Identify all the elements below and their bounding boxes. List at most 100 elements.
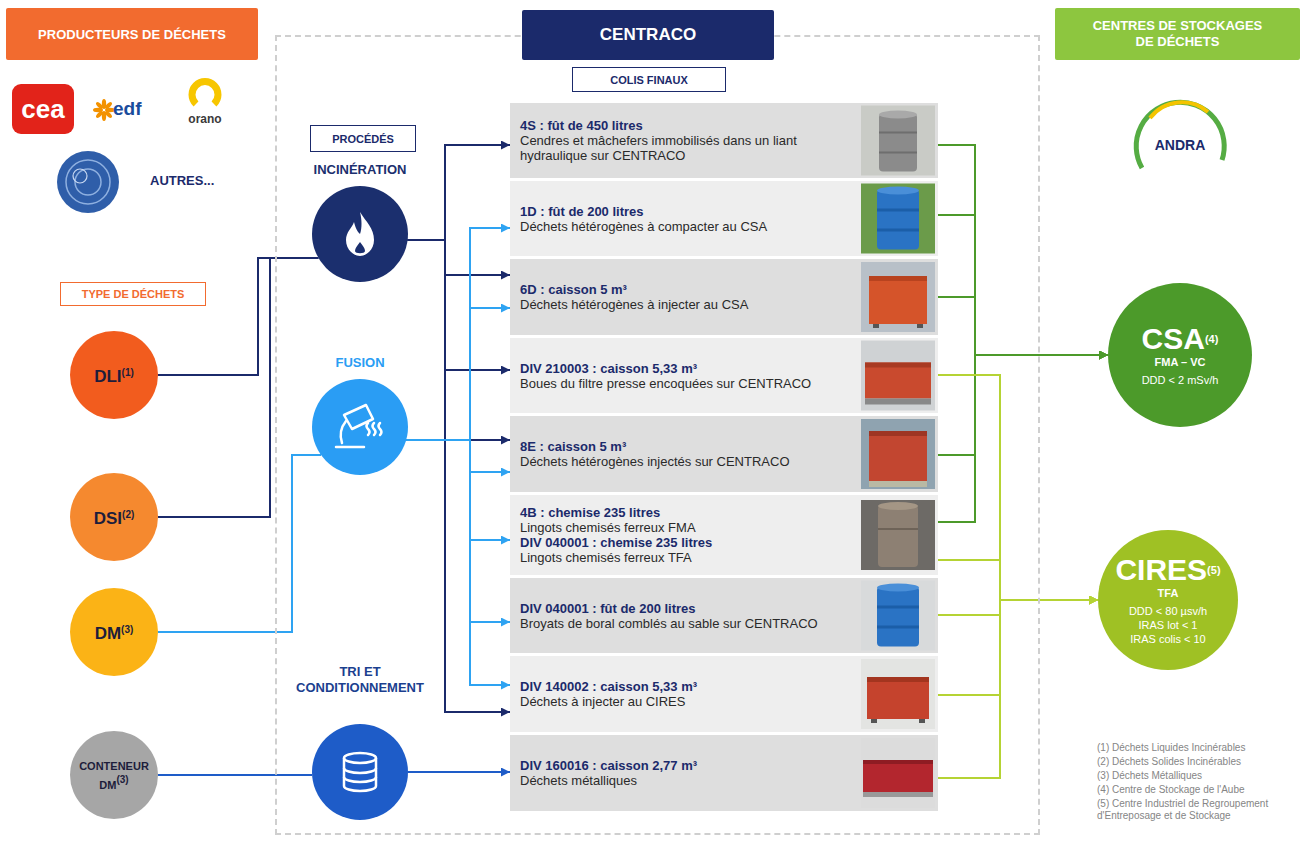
drum-photo-part xyxy=(879,132,917,134)
flow-connector xyxy=(938,355,1108,522)
package-box: 1D : fût de 200 litresDéchets hétérogène… xyxy=(510,181,938,256)
package-description: Lingots chemisés ferreux FMA xyxy=(520,520,850,535)
process-node: INCINÉRATION xyxy=(290,162,430,282)
package-code: 4B : chemise 235 litres xyxy=(520,505,850,520)
drum-photo-part xyxy=(861,581,935,651)
flow-connector xyxy=(408,240,510,440)
drum-photo-part xyxy=(877,209,919,212)
flow-connector xyxy=(938,375,1098,600)
package-box: DIV 160016 : caisson 2,77 m³Déchets méta… xyxy=(510,735,938,811)
circle-label: CONTENEUR DM xyxy=(79,760,149,791)
flow-connector xyxy=(938,297,1108,355)
flow-connector xyxy=(938,600,1098,778)
flow-connector xyxy=(408,240,510,275)
orano-logo-part xyxy=(192,82,218,104)
circle-label: CSA xyxy=(1142,322,1205,355)
process-circle xyxy=(312,186,408,282)
container-photo-part xyxy=(863,760,933,792)
circle-detail: DDD < 80 µsv/h xyxy=(1129,604,1207,618)
package-description: Déchets hétérogènes à compacter au CSA xyxy=(520,219,850,234)
package-description: Lingots chemisés ferreux TFA xyxy=(520,550,850,565)
footnote: (5) Centre Industriel de Regroupement d'… xyxy=(1097,798,1309,822)
drum-photo-part xyxy=(878,505,918,567)
drum-photo-part xyxy=(877,190,919,250)
container-photo-part xyxy=(867,677,929,682)
flow-connector xyxy=(938,560,1098,600)
flow-connector xyxy=(406,440,510,622)
drum-photo-part xyxy=(879,111,917,119)
footnote-text: (1) Déchets Liquides Incinérables xyxy=(1097,742,1245,753)
crucible-icon-part xyxy=(373,423,376,435)
text-line: CONTENEUR DM(3) xyxy=(75,758,153,792)
container-photo-part xyxy=(861,659,935,729)
andra-logo-part xyxy=(1136,102,1224,168)
package-code: 4S : fût de 450 litres xyxy=(520,118,850,133)
footnote: (1) Déchets Liquides Incinérables xyxy=(1097,742,1309,754)
crucible-icon-part xyxy=(344,405,373,429)
logo-text: edf xyxy=(113,98,163,120)
cern-logo-part xyxy=(57,151,119,213)
facility-region: CENTRACOCOLIS FINAUXPROCÉDÉSINCINÉRATION… xyxy=(275,35,1040,835)
andra-logo xyxy=(1136,102,1224,168)
header-text: CENTRES DE STOCKAGES DE DÉCHETS xyxy=(1083,18,1273,50)
orano-logo xyxy=(192,82,218,104)
waste-type-circle: DM(3) xyxy=(70,588,158,676)
header-text: COLIS FINAUX xyxy=(610,74,688,86)
footnote: (4) Centre de Stockage de l'Aube xyxy=(1097,784,1309,796)
drum-photo-part xyxy=(861,184,935,254)
storage-icon xyxy=(344,753,376,791)
footnote-ref: (3) xyxy=(116,774,128,785)
text-line: DLI(1) xyxy=(94,366,134,384)
drum-photo-part xyxy=(878,528,918,530)
circle-label: DSI xyxy=(94,509,122,528)
flow-connector xyxy=(938,215,1108,355)
footnote-text: (3) Déchets Métalliques xyxy=(1097,770,1202,781)
edf-logo xyxy=(93,99,115,121)
container-photo-part xyxy=(863,760,933,764)
header-text: PROCÉDÉS xyxy=(332,133,394,145)
flame-icon-part xyxy=(346,212,374,256)
drum-photo-part xyxy=(879,152,917,154)
container-photo-part xyxy=(869,276,927,324)
package-description: Déchets métalliques xyxy=(520,773,850,788)
container-photo-part xyxy=(869,431,927,436)
storage-circle: CSA(4)FMA – VCDDD < 2 mSv/h xyxy=(1108,283,1252,427)
andra-logo-part xyxy=(1150,102,1208,118)
process-node: FUSION xyxy=(290,355,430,475)
producer-note-text: AUTRES... xyxy=(150,173,214,188)
crucible-icon xyxy=(336,405,382,447)
storage-icon-part xyxy=(344,768,376,773)
logo-text: orano xyxy=(180,112,230,126)
package-code: DIV 160016 : caisson 2,77 m³ xyxy=(520,758,850,773)
drum-photo-part xyxy=(877,606,919,609)
container-photo xyxy=(861,419,935,489)
drum-photo xyxy=(861,500,935,570)
flow-connector xyxy=(158,455,321,632)
container-photo xyxy=(861,341,935,411)
facility-heading: CENTRACO xyxy=(522,10,774,60)
circle-detail: IRAS colis < 10 xyxy=(1130,632,1206,646)
package-code: DIV 210003 : caisson 5,33 m³ xyxy=(520,361,850,376)
process-label: INCINÉRATION xyxy=(314,162,407,178)
container-photo-part xyxy=(871,719,877,723)
drum-photo-part xyxy=(877,626,919,629)
circle-detail: TFA xyxy=(1158,586,1179,600)
flow-connector xyxy=(408,240,510,370)
circle-detail: DDD < 2 mSv/h xyxy=(1142,373,1219,387)
drum-photo xyxy=(861,106,935,176)
drum-photo-part xyxy=(879,114,917,172)
container-photo-part xyxy=(865,363,931,368)
package-box: 4S : fût de 450 litresCendres et mâchefe… xyxy=(510,103,938,178)
text-line: CIRES(5) xyxy=(1115,554,1220,586)
section-tag: TYPE DE DÉCHETS xyxy=(60,282,206,306)
header-text: PRODUCTEURS DE DÉCHETS xyxy=(38,27,226,42)
storage-circle: CIRES(5)TFADDD < 80 µsv/hIRAS lot < 1IRA… xyxy=(1098,530,1238,670)
header-band: PRODUCTEURS DE DÉCHETS xyxy=(6,8,258,60)
container-photo-part xyxy=(865,363,931,399)
package-description: Cendres et mâchefers immobilisés dans un… xyxy=(520,133,850,163)
drum-photo-part xyxy=(877,587,919,647)
container-photo-part xyxy=(869,431,927,481)
package-code: DIV 040001 : fût de 200 litres xyxy=(520,601,850,616)
logo-text-text: cea xyxy=(21,94,64,125)
